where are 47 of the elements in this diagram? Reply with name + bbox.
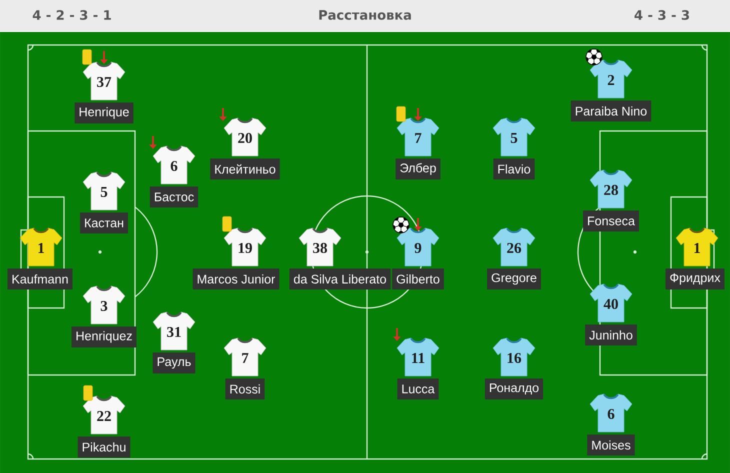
name-label: Rossi <box>225 378 265 400</box>
name-label: Henrique <box>74 102 134 124</box>
name-label: Gilberto <box>392 268 444 290</box>
shirt: 28 <box>590 170 632 208</box>
name-label: Элбер <box>396 158 440 180</box>
shirt: 37 <box>82 62 126 100</box>
name-label: Flavio <box>493 158 535 180</box>
shirt: 19 <box>224 228 266 266</box>
name-label: Кастан <box>80 212 128 234</box>
name-label: Роналдо <box>484 378 544 400</box>
shirt: 3 <box>82 286 126 324</box>
name-label: Juninho <box>585 324 637 346</box>
formation-label: 4 - 2 - 3 - 1 <box>32 10 111 20</box>
name-label: Henriquez <box>72 326 136 348</box>
name-label: Бастос <box>150 186 198 208</box>
name-label: da Silva Liberato <box>289 268 391 290</box>
name-label: Рауль <box>152 352 196 374</box>
name-label: Moises <box>587 434 635 456</box>
shirt: 1 <box>20 228 62 266</box>
name-label: Kaufmann <box>8 268 72 290</box>
shirt: 26 <box>492 228 536 266</box>
name-label: Paraiba Nino <box>570 100 652 122</box>
shirt: 6 <box>590 394 632 432</box>
shirt: 9 <box>396 228 440 266</box>
name-label: Marcos Junior <box>192 268 280 290</box>
name-label: Lucca <box>397 378 439 400</box>
shirt: 11 <box>396 338 440 376</box>
shirt: 7 <box>396 118 440 156</box>
name-label: Pikachu <box>78 436 130 458</box>
shirt: 31 <box>152 312 196 350</box>
shirt: 20 <box>224 118 266 156</box>
formation-label: 4 - 3 - 3 <box>634 10 689 20</box>
name-label: Клейтиньо <box>210 158 280 180</box>
shirt: 38 <box>298 228 342 266</box>
shirt: 16 <box>492 338 536 376</box>
shirt: 40 <box>590 284 632 322</box>
shirt: 2 <box>590 60 632 98</box>
title: Расстановка <box>319 10 411 20</box>
shirt: 5 <box>492 118 536 156</box>
shirt: 22 <box>82 396 126 434</box>
shirt: 5 <box>82 172 126 210</box>
shirt: 1 <box>676 228 718 266</box>
name-label: Gregore <box>487 268 541 290</box>
name-label: Fonseca <box>583 210 639 232</box>
name-label: Фридрих <box>666 268 724 290</box>
shirt: 6 <box>152 146 196 184</box>
shirt: 7 <box>224 338 266 376</box>
